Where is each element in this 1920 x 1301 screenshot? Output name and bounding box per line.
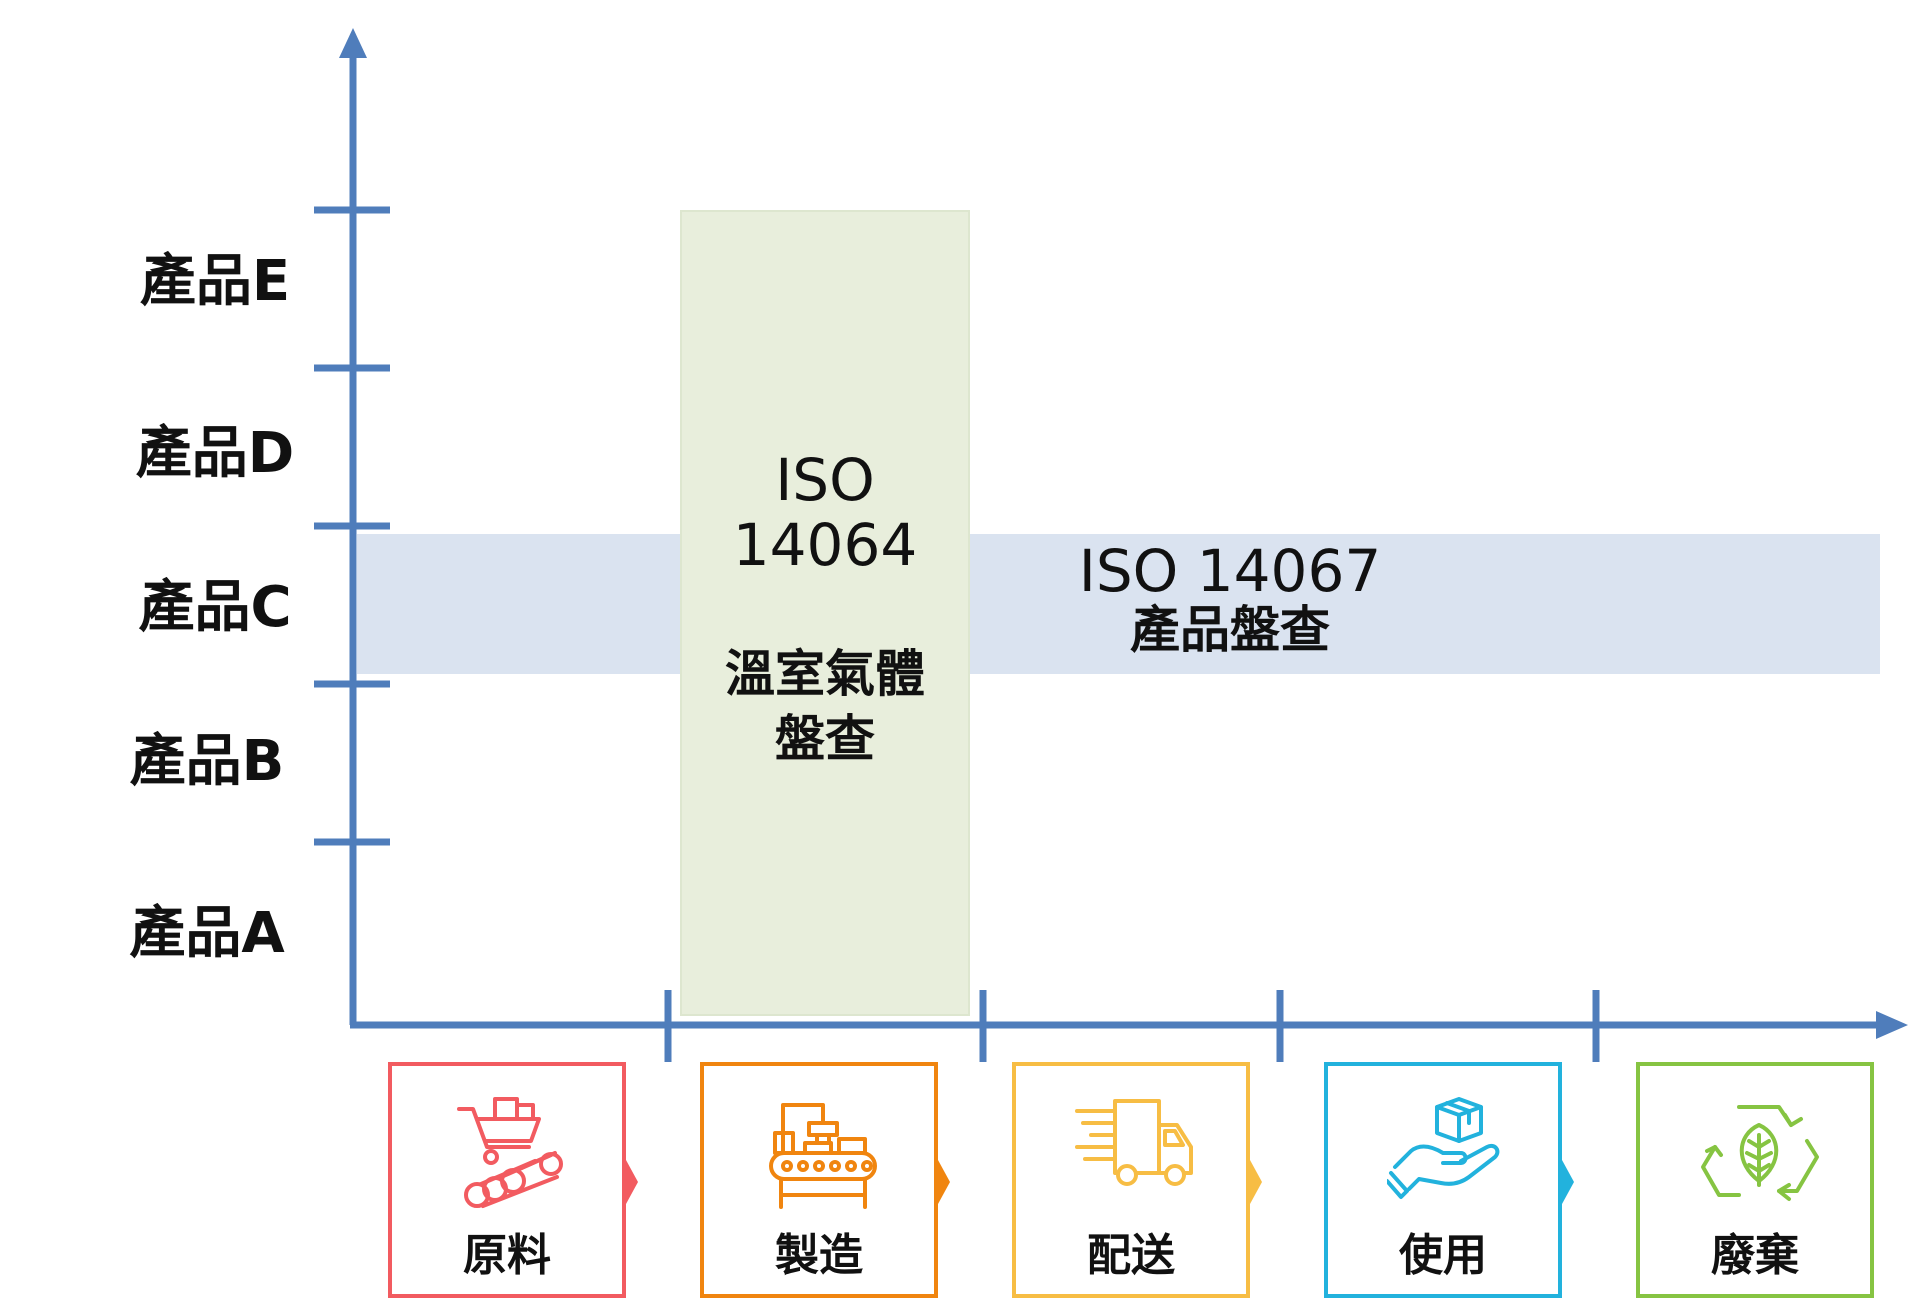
stage-label-raw: 原料 <box>463 1230 551 1281</box>
y-label-product-d: 產品D <box>135 421 295 486</box>
iso14067-band <box>357 534 1880 674</box>
iso14064-line2: 14064 <box>732 511 918 579</box>
stage-label-use: 使用 <box>1399 1230 1487 1281</box>
iso14067-line1: ISO 14067 <box>1078 537 1382 605</box>
iso14067-line2: 產品盤查 <box>1130 601 1330 659</box>
stage-use: 使用 <box>1324 1062 1562 1298</box>
stage-raw-material: 原料 <box>388 1062 626 1298</box>
recycle-leaf-icon <box>1701 1105 1819 1201</box>
stage-disposal: 廢棄 <box>1636 1062 1874 1298</box>
iso14064-line1: ISO <box>775 446 875 514</box>
iso14064-line4: 盤查 <box>775 710 875 768</box>
stage-distribution: 配送 <box>1012 1062 1250 1298</box>
y-label-product-b: 產品B <box>129 729 285 794</box>
x-axis-arrowhead <box>1876 1011 1908 1039</box>
iso14064-line3: 溫室氣體 <box>725 645 925 703</box>
iso14064-band <box>680 210 970 1016</box>
cart-logs-icon <box>457 1097 563 1208</box>
stage-arrow <box>626 1160 638 1204</box>
y-axis-arrowhead <box>339 28 367 58</box>
stage-manufacturing: 製造 <box>700 1062 938 1298</box>
y-label-product-c: 產品C <box>138 575 292 640</box>
stage-label-distribution: 配送 <box>1087 1230 1175 1281</box>
stage-arrow <box>938 1160 950 1204</box>
y-label-product-e: 產品E <box>139 249 291 314</box>
stage-arrow <box>1250 1160 1262 1204</box>
y-label-product-a: 產品A <box>129 901 285 966</box>
hand-box-icon <box>1387 1097 1500 1199</box>
stage-arrow <box>1562 1160 1574 1204</box>
stage-label-manufacturing: 製造 <box>775 1230 863 1281</box>
delivery-truck-icon <box>1075 1099 1193 1186</box>
factory-conveyor-icon <box>769 1103 877 1209</box>
stage-label-disposal: 廢棄 <box>1711 1230 1799 1281</box>
